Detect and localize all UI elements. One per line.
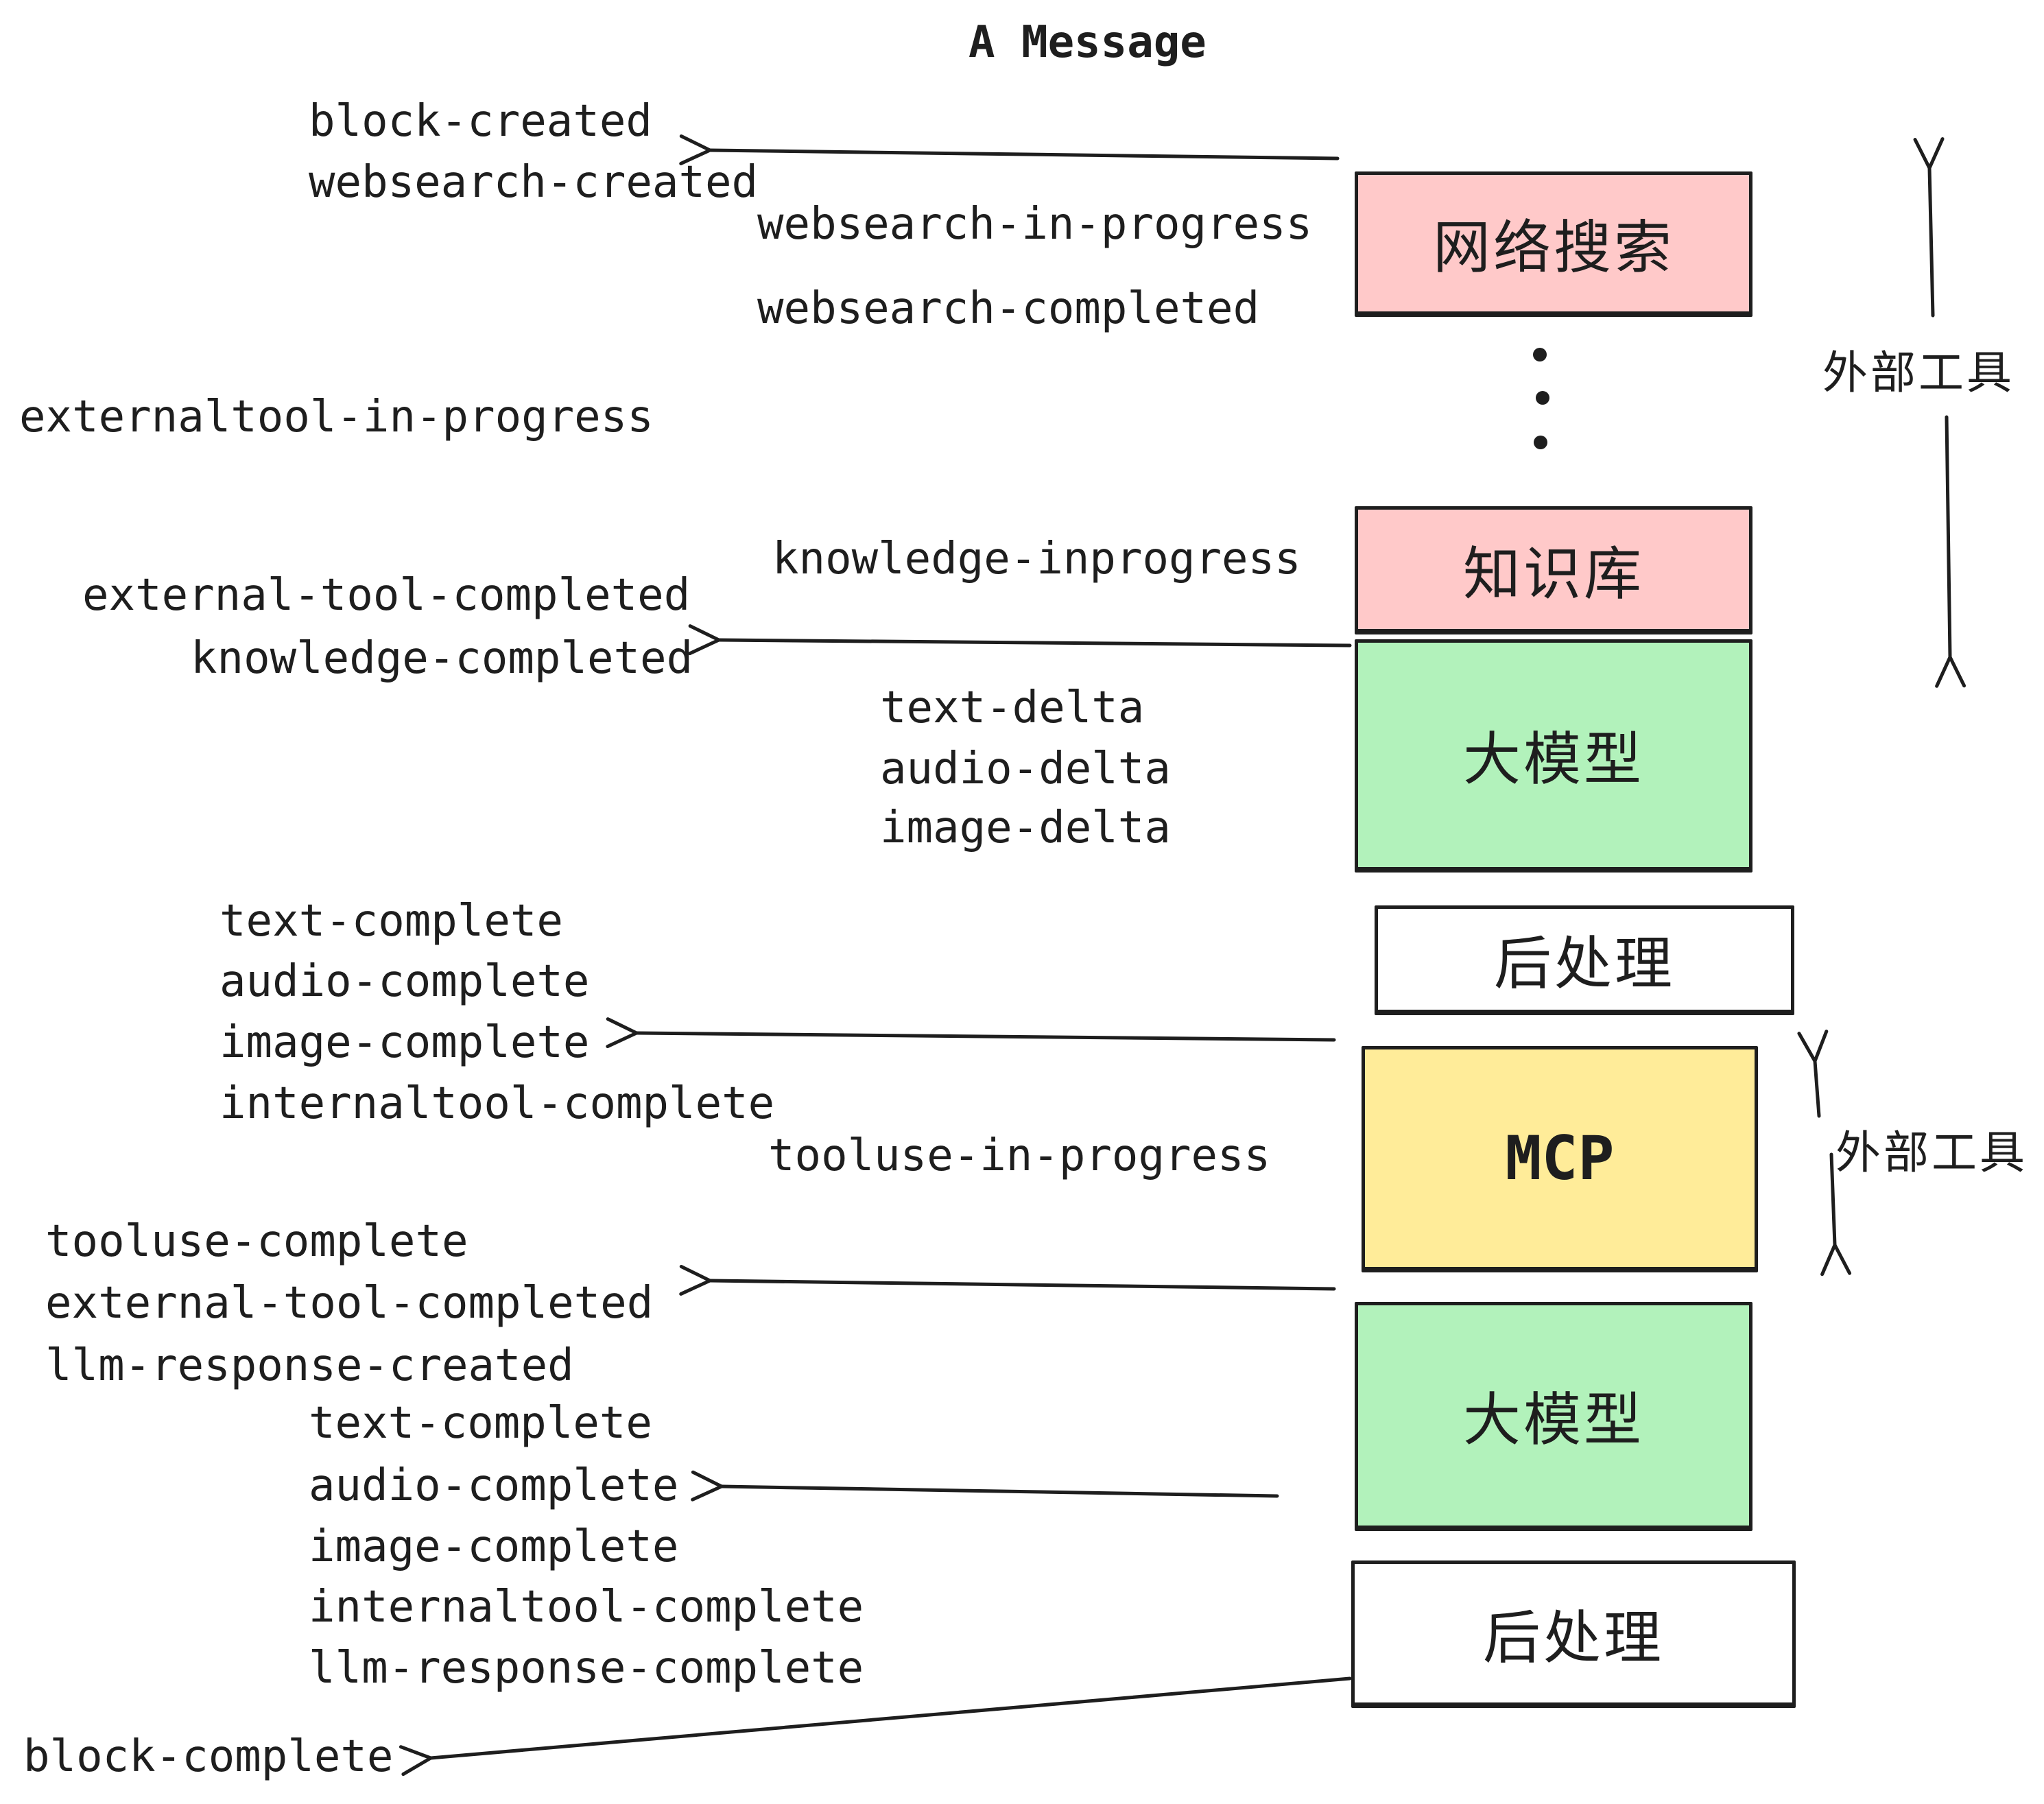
box-llm-1: 大模型 xyxy=(1355,639,1752,873)
event-image-complete-2: image-complete xyxy=(309,1521,679,1572)
box-knowledge-label: 知识库 xyxy=(1462,540,1644,608)
event-block-complete: block-complete xyxy=(23,1731,394,1782)
box-postprocess-1: 后处理 xyxy=(1375,905,1794,1015)
event-websearch-in-progress: websearch-in-progress xyxy=(757,199,1313,250)
event-audio-delta-1: audio-delta xyxy=(880,744,1171,794)
box-llm-1-label: 大模型 xyxy=(1462,726,1644,793)
arrow-websearch-to-block-created xyxy=(679,134,1340,165)
event-image-complete-1: image-complete xyxy=(219,1017,590,1068)
arrow-external-down-1 xyxy=(1935,415,1966,688)
event-tooluse-complete: tooluse-complete xyxy=(45,1216,468,1267)
arrow-external-up-2 xyxy=(1797,1030,1829,1118)
event-internaltool-complete-2: internaltool-complete xyxy=(309,1582,864,1633)
event-text-complete-2: text-complete xyxy=(309,1398,652,1449)
event-knowledge-inprogress: knowledge-inprogress xyxy=(772,534,1301,584)
event-block-created: block-created xyxy=(309,96,652,147)
event-text-complete-1: text-complete xyxy=(219,896,563,947)
event-knowledge-completed: knowledge-completed xyxy=(191,633,693,684)
event-audio-complete-1: audio-complete xyxy=(219,956,590,1007)
box-mcp-label: MCP xyxy=(1505,1123,1615,1194)
arrow-knowledge-to-completed xyxy=(688,624,1352,656)
event-websearch-completed: websearch-completed xyxy=(757,283,1260,334)
box-mcp: MCP xyxy=(1362,1046,1758,1272)
arrow-llm2-to-audio-complete xyxy=(691,1470,1279,1502)
event-external-tool-completed-2: external-tool-completed xyxy=(45,1278,654,1329)
box-knowledge-base: 知识库 xyxy=(1355,506,1752,634)
box-postprocess-2: 后处理 xyxy=(1351,1560,1796,1708)
event-image-delta-1: image-delta xyxy=(880,803,1171,853)
event-tooluse-in-progress: tooluse-in-progress xyxy=(768,1130,1271,1181)
box-websearch: 网络搜索 xyxy=(1355,171,1752,317)
side-label-external-tools-1: 外部工具 xyxy=(1822,346,2015,399)
arrow-post2-to-block-complete xyxy=(399,1676,1352,1777)
event-externaltool-in-progress: externaltool-in-progress xyxy=(19,392,654,442)
side-label-external-tools-2: 外部工具 xyxy=(1835,1126,2028,1179)
ellipsis-dots-icon xyxy=(1533,348,1549,449)
box-websearch-label: 网络搜索 xyxy=(1432,214,1674,281)
box-llm-2-label: 大模型 xyxy=(1462,1386,1644,1453)
event-websearch-created: websearch-created xyxy=(309,157,759,208)
event-llm-response-created: llm-response-created xyxy=(45,1340,574,1391)
box-postprocess-2-label: 后处理 xyxy=(1482,1604,1664,1672)
event-llm-response-complete: llm-response-complete xyxy=(309,1643,864,1694)
arrow-external-down-2 xyxy=(1820,1152,1852,1277)
event-audio-complete-2: audio-complete xyxy=(309,1460,679,1511)
event-internaltool-complete-1: internaltool-complete xyxy=(219,1078,775,1129)
box-postprocess-1-label: 后处理 xyxy=(1493,930,1675,997)
event-external-tool-completed: external-tool-completed xyxy=(82,570,691,621)
arrow-external-up-1 xyxy=(1913,137,1945,318)
event-text-delta-1: text-delta xyxy=(880,683,1145,733)
diagram-title: A Message xyxy=(968,17,1207,68)
arrow-mcp-to-tooluse-complete xyxy=(679,1264,1336,1296)
arrow-llm1-to-image-complete xyxy=(606,1017,1336,1049)
box-llm-2: 大模型 xyxy=(1355,1302,1752,1531)
